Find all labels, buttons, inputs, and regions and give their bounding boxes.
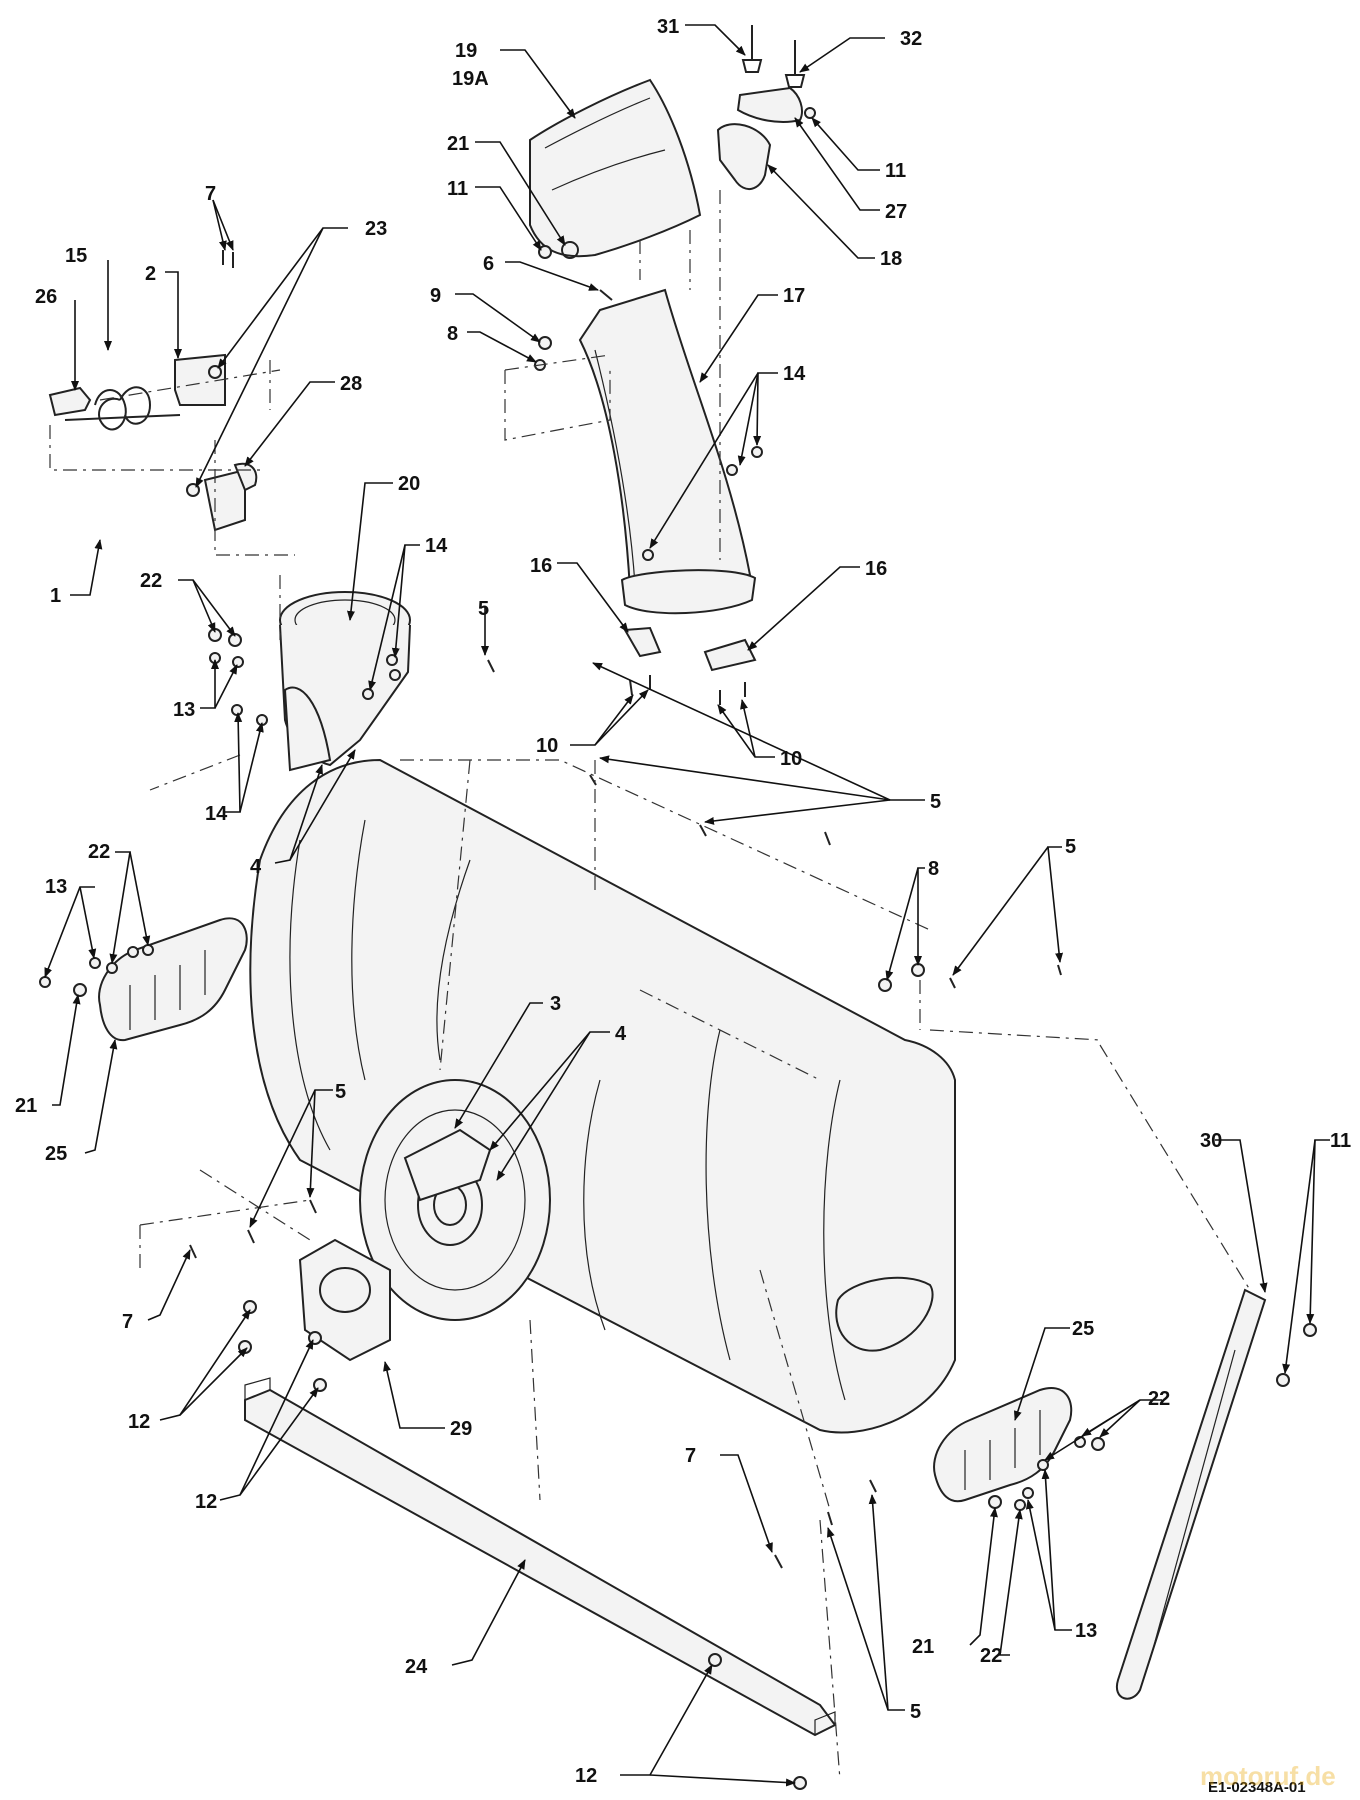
callout-7-top: 7 [205, 183, 216, 205]
callout-13-right: 13 [1075, 1620, 1097, 1642]
callout-5-bottom: 5 [910, 1701, 921, 1723]
callout-7-left: 7 [122, 1311, 133, 1333]
discharge-chute [578, 288, 757, 672]
callout-18: 18 [880, 248, 902, 270]
callout-22-right-top: 22 [1148, 1388, 1170, 1410]
pinion-assembly [48, 353, 258, 532]
callout-12-bottom: 12 [575, 1765, 597, 1787]
callout-11-right: 11 [1330, 1130, 1351, 1152]
callout-20: 20 [398, 473, 420, 495]
callout-2: 2 [145, 263, 156, 285]
chute-base [279, 591, 411, 772]
callout-3: 3 [550, 993, 561, 1015]
callout-21-right: 21 [912, 1636, 934, 1658]
skid-shoe-right [933, 1387, 1073, 1503]
callout-19: 19 [455, 40, 477, 62]
callout-17: 17 [783, 285, 805, 307]
callout-4-housing: 4 [615, 1023, 627, 1045]
assembly-lines [49, 190, 1251, 1781]
skid-shoe-left [98, 917, 248, 1042]
slide-bar [1115, 1288, 1267, 1700]
chute-deflector [529, 78, 702, 258]
callout-29: 29 [450, 1418, 472, 1440]
callout-22-left: 22 [88, 841, 110, 863]
callout-8-top: 8 [447, 323, 458, 345]
callout-12-left-bottom: 12 [195, 1491, 217, 1513]
callout-5-housing: 5 [335, 1081, 346, 1103]
callout-30: 30 [1200, 1130, 1222, 1152]
callout-25-right: 25 [1072, 1318, 1094, 1340]
callout-11-top-left: 11 [447, 178, 468, 200]
callout-31: 31 [657, 16, 679, 38]
callout-25-left: 25 [45, 1143, 67, 1165]
callout-15: 15 [65, 245, 87, 267]
callout-5-top-right: 5 [930, 791, 941, 813]
callout-22-right-bottom: 22 [980, 1645, 1002, 1667]
callout-10-right: 10 [780, 748, 802, 770]
callout-13-left: 13 [45, 876, 67, 898]
callout-11-top-right: 11 [885, 160, 906, 182]
callout-23: 23 [365, 218, 387, 240]
callout-1: 1 [50, 585, 61, 607]
callout-14-chute: 14 [783, 363, 806, 385]
auger-housing [249, 758, 956, 1434]
callout-7-bottom: 7 [685, 1445, 696, 1467]
callout-5-right: 5 [1065, 836, 1076, 858]
drawing-number: E1-02348A-01 [1208, 1779, 1306, 1796]
callout-9: 9 [430, 285, 441, 307]
callout-26: 26 [35, 286, 57, 308]
callout-4-base: 4 [250, 856, 262, 878]
callout-14-base-bottom: 14 [205, 803, 228, 825]
callout-8-right: 8 [928, 858, 939, 880]
watermark: motoruf.de [1200, 1761, 1336, 1791]
callout-21-top: 21 [447, 133, 469, 155]
callout-27: 27 [885, 201, 907, 223]
shave-plate [244, 1377, 837, 1737]
callout-21-left: 21 [15, 1095, 37, 1117]
callout-10-left: 10 [536, 735, 558, 757]
callout-16-left: 16 [530, 555, 552, 577]
callout-6: 6 [483, 253, 494, 275]
callout-32: 32 [900, 28, 922, 50]
leader-lines [44, 24, 1330, 1787]
callout-16-right: 16 [865, 558, 887, 580]
callout-5-base: 5 [478, 598, 489, 620]
callout-12-left-top: 12 [128, 1411, 150, 1433]
callout-14-base-top: 14 [425, 535, 448, 557]
callout-24: 24 [405, 1656, 428, 1678]
fasteners [39, 25, 1317, 1790]
callout-28: 28 [340, 373, 362, 395]
callout-22-base: 22 [140, 570, 162, 592]
callout-13-base: 13 [173, 699, 195, 721]
deflector-bracket [716, 86, 803, 190]
callout-19A: 19A [452, 68, 489, 90]
